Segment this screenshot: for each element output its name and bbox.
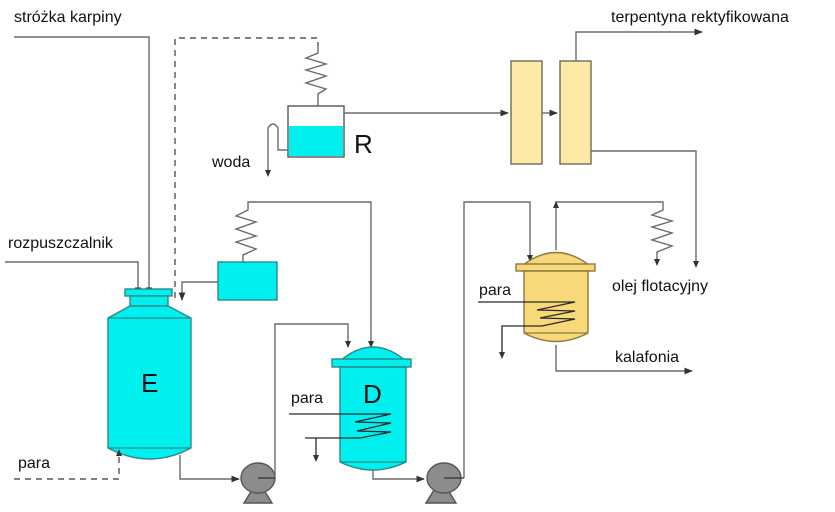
distiller-D-flange <box>331 358 412 368</box>
extractor-E-neck <box>129 295 169 307</box>
steam-line-E <box>14 452 120 480</box>
extractor-E-body <box>107 305 192 460</box>
label-terpentyna: terpentyna rektyfikowana <box>611 9 789 26</box>
pipe-receiver-to-E <box>178 281 218 301</box>
label-para-D: para <box>291 390 323 407</box>
receiver-tank <box>217 261 278 301</box>
steam-coil-D <box>289 413 392 458</box>
label-stroza: stróżka karpiny <box>14 9 122 26</box>
pipe-water-out <box>267 123 288 173</box>
label-olej: olej flotacyjny <box>612 278 708 295</box>
pump-2 <box>424 462 464 504</box>
label-para-E: para <box>18 455 50 472</box>
label-kalafonia: kalafonia <box>615 349 679 366</box>
evaporator-K-dome <box>520 251 592 266</box>
evaporator-K-flange <box>515 263 596 272</box>
label-woda: woda <box>211 154 250 171</box>
pipe-terpentyna-out <box>575 28 703 61</box>
pipe-D-to-pump2 <box>372 470 425 483</box>
pipe-kalafonia-out <box>555 345 693 375</box>
vapor-line-E-to-R <box>174 37 319 298</box>
separator-R: R <box>287 105 373 159</box>
pipe-rozpuszczalnik-feed <box>5 261 142 296</box>
pump-1 <box>240 462 276 504</box>
condenser-coil-receiver <box>233 201 372 345</box>
distiller-D-label: D <box>363 379 382 409</box>
label-rozpuszczalnik: rozpuszczalnik <box>8 235 114 252</box>
steam-coil-K <box>478 301 576 355</box>
extractor-E-label: E <box>141 368 158 398</box>
pipe-E-to-pump1 <box>179 455 240 483</box>
extractor-E: E <box>107 288 192 460</box>
vapor-line-K-olej <box>555 201 675 262</box>
label-para-K: para <box>479 282 511 299</box>
separator-R-label: R <box>354 129 373 159</box>
evaporator-K <box>478 251 596 359</box>
rectification-column-1 <box>510 60 543 165</box>
rectification-column-2 <box>559 60 592 165</box>
extractor-E-flange <box>124 288 173 297</box>
pipe-stroza-feed <box>14 36 153 296</box>
pipe-pump1-to-D <box>274 323 349 478</box>
pipe-column2-to-olej <box>591 150 697 264</box>
distiller-D: D <box>289 346 412 471</box>
condenser-coil-R <box>303 46 329 106</box>
pipe-pump2-to-K <box>463 201 531 478</box>
